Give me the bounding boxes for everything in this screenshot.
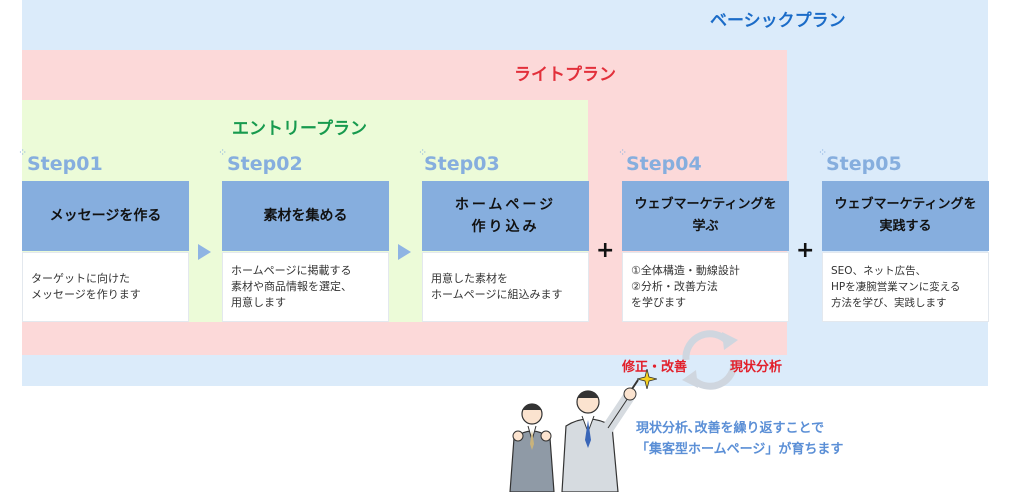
step-label: Step04 — [626, 153, 702, 175]
sparkle-icon: ⁘ — [218, 146, 228, 159]
sparkle-icon: ⁘ — [18, 146, 28, 159]
entry-plan-title: エントリープラン — [232, 119, 367, 139]
arrow-right-icon — [398, 244, 411, 260]
step-title: ホームページ 作り込み — [422, 181, 589, 251]
sparkle-star-icon — [637, 369, 657, 389]
step-label: Step01 — [27, 153, 103, 175]
step-title: 素材を集める — [222, 181, 389, 251]
step-description: SEO、ネット広告、 HPを凄腕営業マンに変える 方法を学び、実践します — [822, 252, 989, 322]
sparkle-icon: ⁘ — [418, 146, 428, 159]
sparkle-icon: ⁘ — [818, 146, 828, 159]
step-title: ウェブマーケティングを 実践する — [822, 181, 989, 251]
cycle-label-fix: 修正・改善 — [622, 360, 688, 375]
step-label: Step02 — [227, 153, 303, 175]
step-description: ターゲットに向けた メッセージを作ります — [22, 252, 189, 322]
basic-plan-title: ベーシックプラン — [710, 11, 846, 31]
sparkle-icon: ⁘ — [618, 146, 628, 159]
step-title: ウェブマーケティングを 学ぶ — [622, 181, 789, 251]
cycle-arrows-icon — [682, 330, 738, 390]
businessmen-illustration — [509, 379, 639, 492]
step-title: メッセージを作る — [22, 181, 189, 251]
step-description: ①全体構造・動線設計 ②分析・改善方法 を学びます — [622, 252, 789, 322]
light-plan-title: ライトプラン — [514, 65, 616, 85]
step-label: Step03 — [424, 153, 500, 175]
cycle-label-analysis: 現状分析 — [730, 360, 783, 375]
plus-icon: + — [796, 238, 815, 263]
step-description: 用意した素材を ホームページに組込みます — [422, 252, 589, 322]
plus-icon: + — [596, 238, 615, 263]
bottom-message: 現状分析､改善を繰り返すことで 「集客型ホームページ」が育ちます — [636, 421, 844, 457]
step-label: Step05 — [826, 153, 902, 175]
step-description: ホームページに掲載する 素材や商品情報を選定、 用意します — [222, 252, 389, 322]
arrow-right-icon — [198, 244, 211, 260]
